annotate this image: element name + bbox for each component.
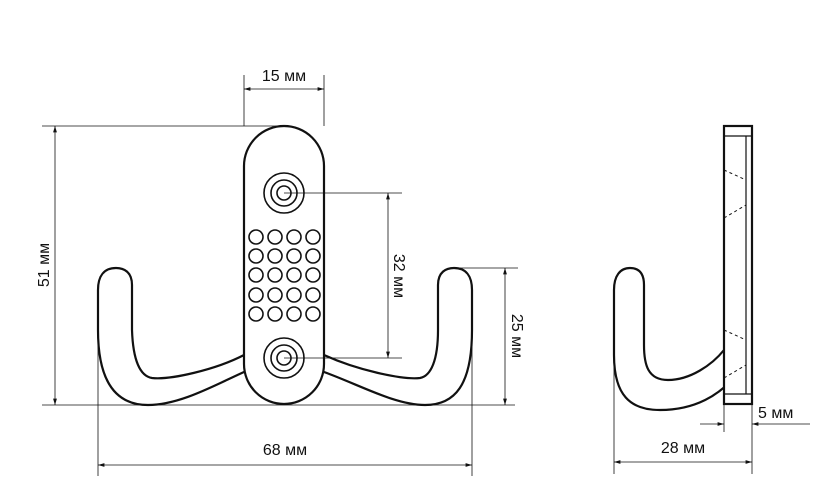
decorative-dot bbox=[267, 229, 283, 245]
dim-total-width: 68 мм bbox=[263, 442, 307, 459]
side-hook bbox=[612, 266, 738, 412]
dim-plate-width: 15 мм bbox=[262, 68, 306, 85]
decorative-dot bbox=[248, 267, 264, 283]
decorative-dot bbox=[267, 267, 283, 283]
decorative-dot bbox=[248, 248, 264, 264]
decorative-dot bbox=[305, 229, 321, 245]
dim-plate-thickness: 5 мм bbox=[758, 405, 793, 422]
decorative-dot bbox=[248, 287, 264, 303]
dim-total-height: 51 мм bbox=[36, 243, 53, 287]
decorative-dot bbox=[267, 306, 283, 322]
decorative-dot bbox=[286, 248, 302, 264]
side-screw-dashes bbox=[723, 169, 747, 379]
side-plate bbox=[722, 124, 754, 406]
decorative-dot bbox=[267, 287, 283, 303]
dim-hook-height: 25 мм bbox=[508, 314, 525, 358]
decorative-dot bbox=[286, 306, 302, 322]
decorative-dot bbox=[286, 287, 302, 303]
side-view bbox=[612, 124, 754, 412]
decorative-dot bbox=[305, 267, 321, 283]
decorative-dot bbox=[286, 229, 302, 245]
decorative-dot bbox=[248, 306, 264, 322]
dim-depth: 28 мм bbox=[661, 440, 705, 457]
front-view bbox=[96, 124, 474, 407]
decorative-dot bbox=[305, 287, 321, 303]
dim-hole-spacing: 32 мм bbox=[390, 254, 407, 298]
decorative-dot bbox=[305, 248, 321, 264]
top-screw-hole bbox=[263, 172, 305, 214]
decorative-dot bbox=[267, 248, 283, 264]
decorative-dot-grid bbox=[248, 229, 321, 322]
decorative-dot bbox=[305, 306, 321, 322]
decorative-dot bbox=[286, 267, 302, 283]
decorative-dot bbox=[248, 229, 264, 245]
